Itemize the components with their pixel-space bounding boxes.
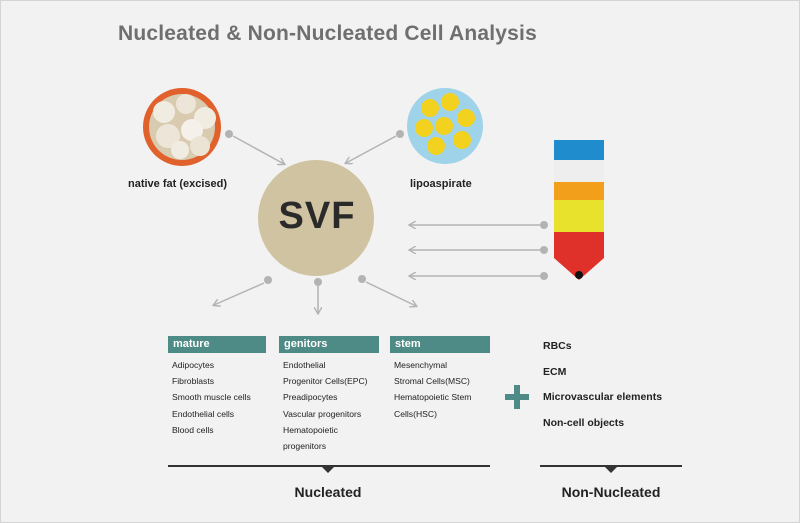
list-item: Hematopoietic Stem: [394, 392, 472, 403]
list-item: Microvascular elements: [543, 391, 663, 403]
nucleated-label: Nucleated: [294, 484, 362, 500]
list-item: Progenitor Cells(EPC): [283, 376, 368, 387]
category-list-mature: Adipocytes Fibroblasts Smooth muscle cel…: [172, 357, 251, 438]
native-fat-label: native fat (excised): [128, 178, 228, 190]
tube-arrows: [410, 221, 548, 280]
svf-label: SVF: [278, 195, 356, 237]
plus-icon: [505, 385, 529, 409]
list-item: Cells(HSC): [394, 408, 437, 419]
test-tube-icon: [554, 140, 604, 280]
list-item: Preadipocytes: [283, 392, 338, 403]
non-nucleated-list: RBCs ECM Microvascular elements Non-cell…: [543, 336, 662, 438]
list-item: Endothelial: [283, 360, 326, 370]
nucleated-bracket: [168, 465, 490, 473]
list-item: Blood cells: [172, 424, 214, 435]
list-item: progenitors: [283, 441, 326, 452]
list-item: Non-cell objects: [543, 416, 625, 429]
category-header-stem: stem: [390, 336, 490, 353]
list-item: Stromal Cells(MSC): [394, 376, 470, 387]
category-header-genitors: genitors: [279, 336, 379, 353]
list-item: Adipocytes: [172, 360, 215, 370]
list-item: Fibroblasts: [172, 376, 215, 387]
lipoaspirate-icon: [407, 88, 483, 164]
list-item: Vascular progenitors: [283, 408, 362, 419]
category-list-genitors: Endothelial Progenitor Cells(EPC) Preadi…: [283, 357, 368, 454]
non-nucleated-bracket: [540, 465, 682, 473]
list-item: RBCs: [543, 340, 572, 352]
list-item: Mesenchymal: [394, 360, 448, 370]
output-arrows: [214, 275, 416, 313]
lipoaspirate-label: lipoaspirate: [410, 178, 472, 190]
list-item: ECM: [543, 365, 567, 378]
list-item: Endothelial cells: [172, 408, 235, 419]
list-item: Smooth muscle cells: [172, 392, 251, 403]
native-fat-icon: [143, 88, 221, 166]
non-nucleated-label: Non-Nucleated: [561, 484, 661, 500]
category-list-stem: Mesenchymal Stromal Cells(MSC) Hematopoi…: [394, 357, 471, 422]
diagram-title: Nucleated & Non-Nucleated Cell Analysis: [118, 22, 537, 45]
svf-circle: [258, 160, 374, 276]
list-item: Hematopoietic: [283, 424, 338, 435]
category-header-mature: mature: [168, 336, 266, 353]
source-arrows: [225, 130, 404, 164]
